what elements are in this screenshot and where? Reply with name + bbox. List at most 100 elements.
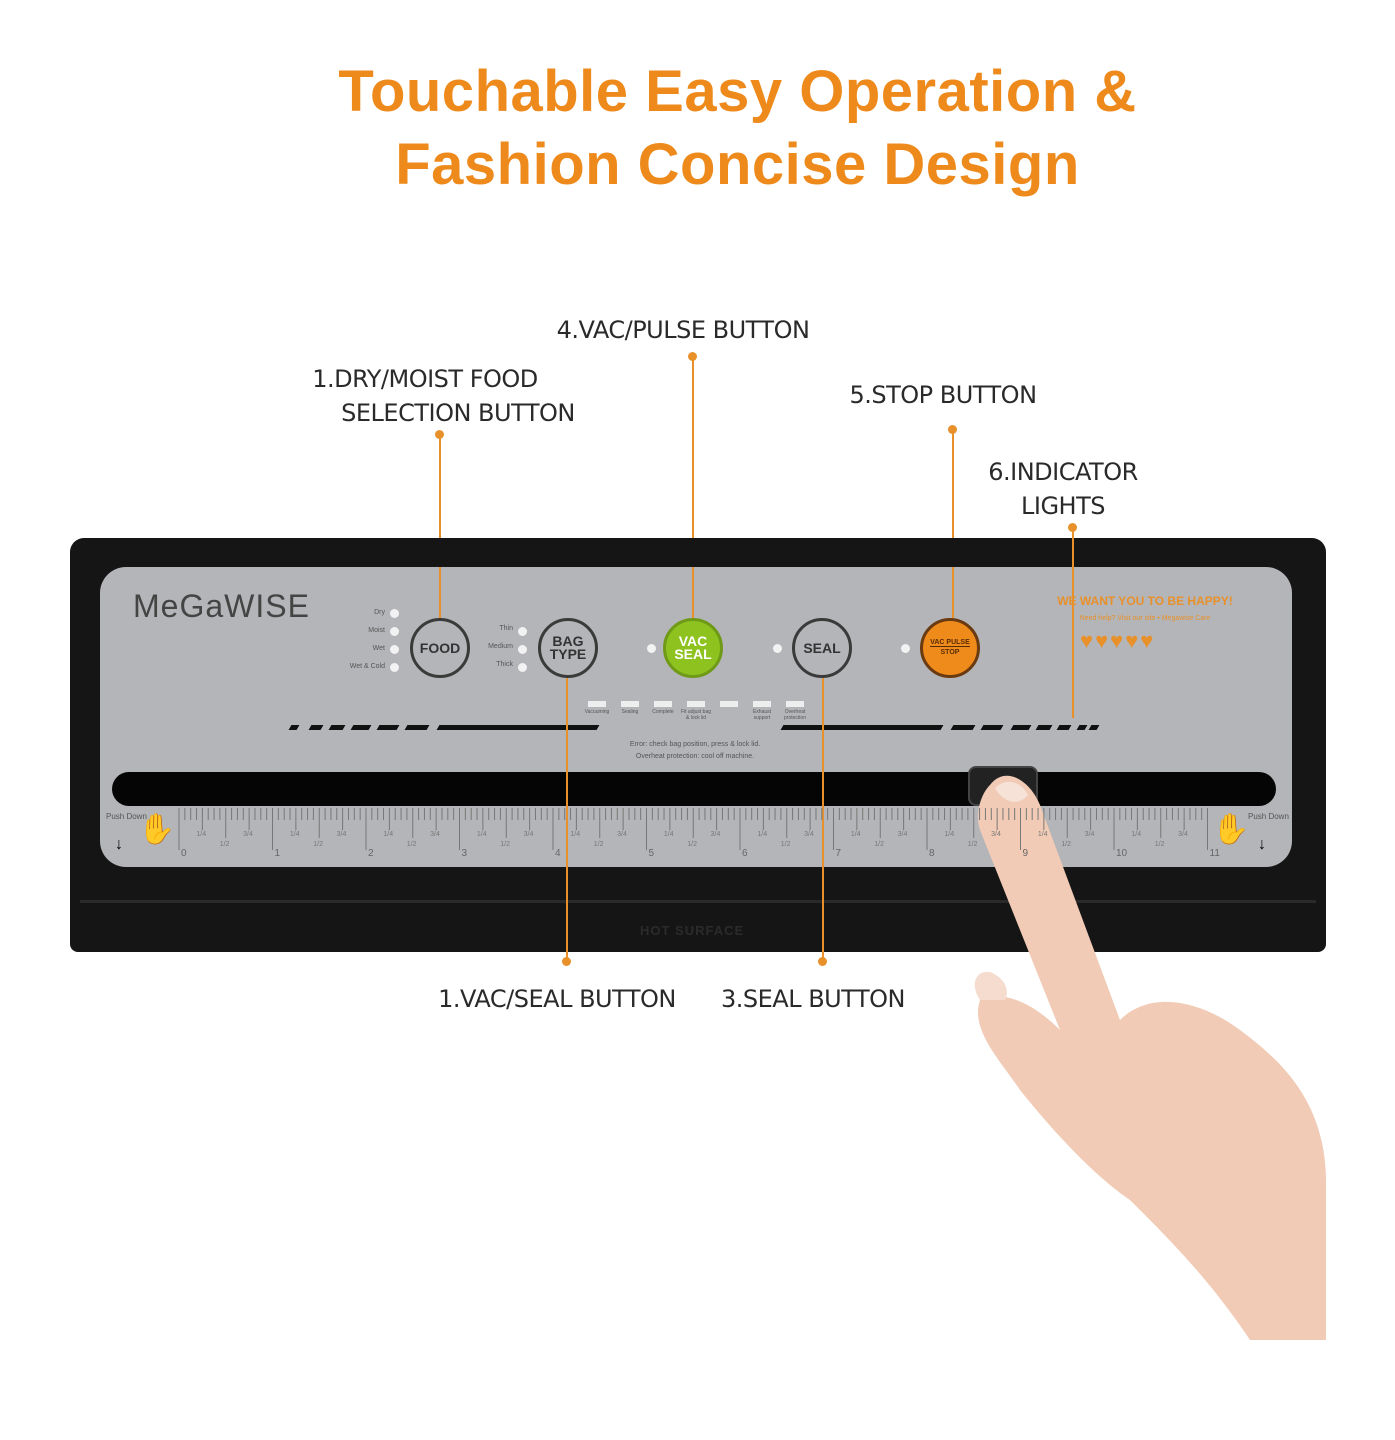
ruler-number: 0 — [181, 848, 187, 859]
food-option-label: Wet — [372, 645, 385, 652]
food-option-label: Dry — [374, 609, 385, 616]
ruler-fraction: 1/4 — [383, 831, 393, 838]
heart-icon: ♥ — [1140, 628, 1156, 653]
ruler-fraction: 1/4 — [757, 831, 767, 838]
food-option-label: Moist — [368, 627, 385, 634]
food-button[interactable]: FOOD — [410, 618, 470, 678]
push-down-right: Push Down — [1248, 812, 1289, 821]
callout-dot — [1068, 523, 1077, 532]
callout-line — [1072, 528, 1074, 718]
indicator-label: Fit adjust bag & lock lid — [680, 709, 712, 721]
vac-seal-led — [647, 644, 656, 653]
callout-indicator-1: 6.INDICATOR — [988, 458, 1138, 486]
callout-stop: 5.STOP BUTTON — [849, 381, 1037, 409]
ruler-number: 1 — [275, 848, 281, 859]
down-arrow-icon: ↓ — [115, 836, 123, 853]
food-button-label: FOOD — [419, 639, 461, 656]
food-option-led — [390, 627, 399, 636]
bag-slot[interactable] — [112, 772, 1276, 806]
indicator-light — [720, 701, 738, 707]
callout-line — [692, 357, 694, 618]
callout-indicator-2: LIGHTS — [1021, 492, 1106, 520]
indicator-light — [753, 701, 771, 707]
ruler-fraction: 1/2 — [313, 841, 323, 848]
indicator-label: Vacuuming — [584, 709, 610, 715]
ruler-number: 5 — [649, 848, 655, 859]
callout-vac-pulse: 4.VAC/PULSE BUTTON — [556, 316, 810, 344]
ruler-fraction: 3/4 — [898, 831, 908, 838]
heart-icon: ♥ — [1110, 628, 1126, 653]
happy-message: WE WANT YOU TO BE HAPPY! — [1057, 594, 1233, 608]
headline-line1: Touchable Easy Operation & — [338, 59, 1137, 124]
callout-line — [822, 678, 824, 962]
decor-dash — [436, 725, 600, 730]
callout-line — [952, 430, 954, 618]
ruler-number: 7 — [836, 848, 842, 859]
ruler-number: 11 — [1210, 848, 1221, 859]
ruler-fraction: 3/4 — [1178, 831, 1188, 838]
stop-led — [901, 644, 910, 653]
decor-dash — [1010, 725, 1032, 730]
seal-led — [773, 644, 782, 653]
ruler-fraction: 3/4 — [524, 831, 534, 838]
ruler-number: 8 — [929, 848, 935, 859]
callout-seal: 3.SEAL BUTTON — [721, 985, 906, 1013]
ruler-fraction: 3/4 — [617, 831, 627, 838]
body-groove — [80, 900, 1316, 903]
ruler-fraction: 1/2 — [968, 841, 978, 848]
food-option-label: Wet & Cold — [349, 663, 385, 670]
callout-dot — [562, 957, 571, 966]
callout-line — [566, 678, 568, 962]
decor-dash — [780, 725, 944, 730]
ruler-fraction: 1/2 — [220, 841, 230, 848]
decor-dash — [1035, 725, 1053, 730]
indicator-label: Overheat protection — [784, 709, 806, 721]
callout-dot — [818, 957, 827, 966]
bag-option-led — [518, 663, 527, 672]
ruler: 0 1/4 1/2 3/4 1 1/4 1/2 3/4 2 1/4 1/2 3/4 3 1/4 1/2 3/4… — [178, 808, 1221, 859]
error-text-1: Error: check bag position, press & lock … — [629, 741, 761, 748]
ruler-number: 3 — [462, 848, 468, 859]
indicator-light — [786, 701, 804, 707]
ruler-fraction: 3/4 — [337, 831, 347, 838]
ruler-number: 6 — [742, 848, 748, 859]
seal-button[interactable]: SEAL — [792, 618, 852, 678]
bag-option-led — [518, 645, 527, 654]
callout-dot — [688, 352, 697, 361]
indicator-label: Sealing — [621, 709, 639, 715]
ruler-number: 10 — [1116, 848, 1128, 859]
ruler-fraction: 1/2 — [594, 841, 604, 848]
ruler-fraction: 1/2 — [781, 841, 791, 848]
callout-food-2: SELECTION BUTTON — [341, 399, 575, 427]
ruler-fraction: 1/2 — [407, 841, 417, 848]
ruler-fraction: 1/4 — [851, 831, 861, 838]
callout-line — [439, 567, 441, 618]
ruler-number: 2 — [368, 848, 374, 859]
ruler-fraction: 1/2 — [1061, 841, 1071, 848]
bag-option-label: Thick — [496, 661, 513, 668]
ruler-fraction: 1/4 — [1038, 831, 1048, 838]
callout-dot — [435, 430, 444, 439]
bag-option-label: Thin — [499, 625, 513, 632]
ruler-fraction: 1/2 — [500, 841, 510, 848]
heart-icon: ♥ — [1080, 628, 1096, 653]
rating-hearts: ♥♥♥♥♥ — [1080, 628, 1155, 654]
callout-line — [439, 435, 441, 618]
indicator-light — [687, 701, 705, 707]
decor-dash — [350, 725, 372, 730]
decor-dash — [376, 725, 400, 730]
decor-dash — [950, 725, 976, 730]
ruler-fraction: 1/2 — [1155, 841, 1165, 848]
food-option-led — [390, 663, 399, 672]
ruler-fraction: 1/4 — [1131, 831, 1141, 838]
ruler-fraction: 1/4 — [290, 831, 300, 838]
ruler-fraction: 1/4 — [944, 831, 954, 838]
hot-surface-label: HOT SURFACE — [640, 923, 745, 938]
decor-dash — [404, 725, 430, 730]
hand-illustration — [974, 775, 1326, 1340]
